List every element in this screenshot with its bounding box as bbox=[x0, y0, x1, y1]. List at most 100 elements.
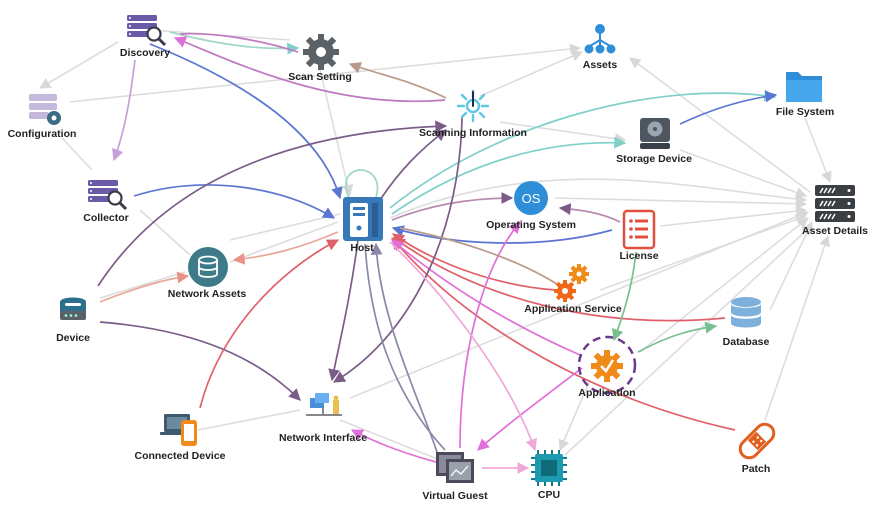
edge-connected-netif bbox=[197, 409, 301, 431]
node-device[interactable]: Device bbox=[56, 297, 90, 345]
edge-app-assetdetails bbox=[639, 217, 809, 353]
edge-netassets-host bbox=[229, 221, 339, 263]
node-collector[interactable]: Collector bbox=[83, 180, 129, 224]
configuration-icon bbox=[29, 94, 61, 125]
edge-host-assetdetails bbox=[389, 178, 808, 219]
edge-host-os bbox=[391, 192, 514, 221]
app-gear-icon bbox=[591, 350, 623, 382]
edge-discovery-configuration bbox=[39, 41, 119, 89]
node-connected-device[interactable]: Connected Device bbox=[134, 414, 226, 462]
edge-appservice-scan bbox=[399, 227, 561, 287]
edge-storage-assetdetails bbox=[679, 149, 808, 198]
edge-netif-assetdetails bbox=[349, 210, 810, 399]
node-host[interactable]: Host bbox=[343, 197, 383, 254]
file-system-label: File System bbox=[776, 106, 834, 118]
scan-burst-icon bbox=[456, 89, 490, 123]
node-patch[interactable]: Patch bbox=[736, 420, 777, 475]
node-asset-details[interactable]: Asset Details bbox=[802, 185, 868, 237]
node-discovery[interactable]: Discovery bbox=[120, 15, 170, 59]
edge-scansetting-discovery bbox=[179, 32, 299, 53]
node-scan-setting[interactable]: Scan Setting bbox=[288, 34, 352, 83]
edge-license-os bbox=[558, 203, 621, 223]
os-icon: OS bbox=[514, 181, 548, 215]
node-application-service[interactable]: Application Service bbox=[524, 264, 622, 315]
network-interface-label: Network Interface bbox=[279, 432, 367, 444]
node-network-assets[interactable]: Network Assets bbox=[168, 247, 247, 300]
edge-virtualguest-netif bbox=[350, 429, 437, 463]
edge-configuration-collector bbox=[61, 137, 93, 171]
node-cpu[interactable]: CPU bbox=[531, 450, 567, 501]
edge-app-database bbox=[637, 321, 718, 353]
scanning-information-label: Scanning Information bbox=[419, 127, 527, 139]
node-configuration[interactable]: Configuration bbox=[8, 94, 77, 140]
edge-host-netassets bbox=[232, 231, 339, 265]
edge-patch-host bbox=[391, 237, 736, 431]
edges-grey bbox=[39, 29, 832, 461]
edge-scanning-storage bbox=[499, 121, 627, 145]
edge-scanning-discovery bbox=[173, 36, 446, 103]
node-application[interactable]: Application bbox=[577, 335, 637, 399]
patch-label: Patch bbox=[742, 463, 771, 475]
edge-collector-host bbox=[133, 184, 336, 219]
edge-storage-filesystem bbox=[679, 90, 778, 125]
edge-cpu-assetdetails bbox=[564, 224, 813, 456]
edge-connected-host bbox=[199, 239, 340, 409]
laptop-phone-icon bbox=[160, 414, 197, 446]
gear-icon bbox=[303, 34, 339, 70]
edge-app-virtualguest bbox=[477, 367, 583, 451]
edge-host-storage bbox=[391, 136, 627, 215]
edge-filesystem-assetdetails bbox=[804, 117, 832, 184]
node-storage-device[interactable]: Storage Device bbox=[616, 118, 692, 165]
hierarchy-icon bbox=[584, 24, 616, 54]
license-label: License bbox=[619, 250, 658, 262]
node-file-system[interactable]: File System bbox=[776, 72, 834, 118]
edge-configuration-assets bbox=[69, 43, 582, 103]
edges-colored bbox=[97, 31, 778, 474]
node-scanning-information[interactable]: Scanning Information bbox=[419, 89, 527, 139]
edge-device-scanning bbox=[97, 120, 448, 287]
node-license[interactable]: License bbox=[619, 209, 659, 262]
edge-patch-assetdetails bbox=[764, 234, 831, 421]
database-circle-icon bbox=[188, 247, 228, 287]
device-label: Device bbox=[56, 332, 90, 344]
node-network-interface[interactable]: Network Interface bbox=[279, 393, 367, 444]
virtual-machines-icon bbox=[436, 452, 474, 483]
edge-device-netassets-c bbox=[99, 271, 190, 303]
edge-license-host bbox=[391, 225, 613, 244]
edge-device-netif bbox=[99, 321, 301, 401]
connected-device-label: Connected Device bbox=[134, 450, 225, 462]
edge-virtual-netif bbox=[339, 419, 441, 461]
edge-collector-netassets bbox=[139, 209, 191, 256]
edge-license-assetdetails bbox=[659, 205, 808, 227]
edge-app-host bbox=[391, 239, 581, 356]
bandage-icon bbox=[738, 422, 776, 460]
edge-host-filesystem bbox=[389, 89, 777, 209]
edge-device-netassets bbox=[99, 271, 186, 299]
edge-os-assetdetails bbox=[554, 197, 808, 210]
configuration-label: Configuration bbox=[8, 128, 77, 140]
edge-scanning-netif bbox=[332, 117, 463, 383]
network-assets-label: Network Assets bbox=[168, 288, 247, 300]
node-operating-system[interactable]: OS Operating System bbox=[486, 181, 576, 231]
disk-drive-icon bbox=[640, 118, 670, 149]
virtual-guest-label: Virtual Guest bbox=[422, 490, 488, 502]
edge-host-netassets-grey bbox=[229, 213, 341, 241]
edge-database-host bbox=[393, 237, 726, 322]
edge-host-scanning bbox=[379, 129, 447, 201]
edge-discovery-host bbox=[149, 43, 343, 200]
network-interface-icon bbox=[306, 393, 342, 416]
collector-label: Collector bbox=[83, 212, 129, 224]
edge-virtualguest-host-2 bbox=[364, 243, 446, 451]
application-service-label: Application Service bbox=[524, 303, 622, 315]
node-database[interactable]: Database bbox=[723, 297, 770, 348]
node-virtual-guest[interactable]: Virtual Guest bbox=[422, 452, 488, 502]
server-icon bbox=[343, 197, 383, 241]
edge-scanning-scansetting bbox=[348, 62, 447, 99]
database-icon bbox=[731, 297, 761, 328]
router-icon bbox=[60, 297, 86, 320]
node-assets[interactable]: Assets bbox=[583, 24, 618, 71]
edge-host-cpu bbox=[389, 241, 537, 452]
discovery-label: Discovery bbox=[120, 47, 170, 59]
server-rack-icon bbox=[815, 185, 855, 222]
edge-discovery-collector bbox=[112, 59, 136, 162]
